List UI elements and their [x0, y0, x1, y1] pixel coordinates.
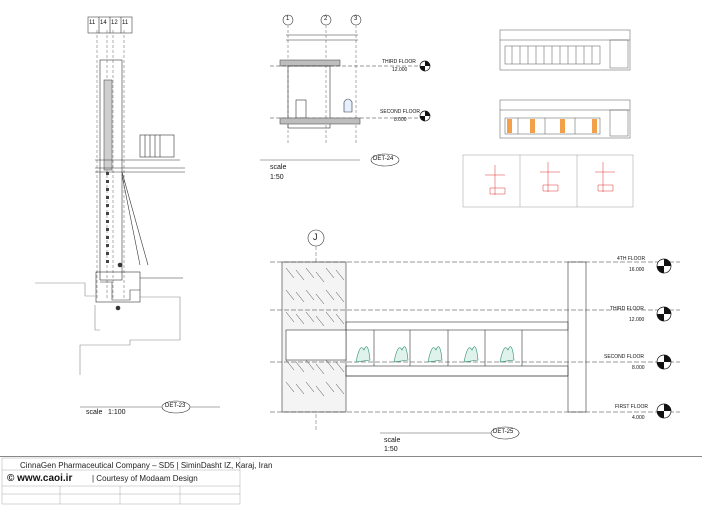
det25-level-value-3: 8.000 — [632, 365, 645, 371]
courtesy-line: | Courtesy of Modaam Design — [92, 474, 198, 483]
det25-tag-ellipse — [490, 426, 520, 440]
det24-grid-label-2: 2 — [324, 16, 328, 22]
det25-equipment — [355, 346, 515, 363]
det25-level-name-2: THIRD FLOOR — [610, 306, 644, 312]
det24-level-value-1: 12.000 — [392, 67, 408, 73]
website-link[interactable]: © www.caoi.ir — [7, 473, 73, 484]
det25-tag: DET-25 — [493, 429, 514, 435]
det23-section — [35, 16, 220, 408]
det23-scale-value: 1:100 — [108, 409, 126, 416]
credit-bar — [0, 456, 702, 507]
det25-level-value-4: 4.000 — [632, 415, 645, 421]
det24-tag: DET-24 — [373, 156, 394, 162]
facade-elevation-lower — [499, 99, 631, 139]
det24-level-name-2: SECOND FLOOR — [380, 109, 421, 115]
det24-grid-label-3: 3 — [354, 16, 358, 22]
det23-grid-label-2: 14 — [100, 20, 107, 26]
det24-level-markers — [419, 60, 431, 122]
det23-scale-word: scale — [86, 409, 103, 416]
det23-window-column — [106, 172, 109, 263]
det25-level-value-1: 16.000 — [629, 267, 645, 273]
det23-grid-label-4: 11 — [122, 20, 129, 26]
det24-scale-value: 1:50 — [270, 174, 284, 181]
det24-level-name-1: THIRD FLOOR — [382, 59, 416, 65]
det25-level-value-2: 12.000 — [629, 317, 645, 323]
det24-level-value-2: 8.000 — [394, 117, 407, 123]
det25-level-name-4: FIRST FLOOR — [615, 404, 648, 410]
det25-grid-bubble-label: J — [313, 232, 318, 242]
title-block-grid — [1, 457, 241, 505]
det25-level-markers — [656, 258, 672, 419]
company-line: CinnaGen Pharmaceutical Company – SD5 | … — [20, 461, 273, 470]
det23-grid-label-3: 12 — [111, 20, 118, 26]
small-details-panel — [462, 154, 634, 208]
det25-section — [270, 229, 680, 430]
det25-scale-value: 1:50 — [384, 446, 398, 453]
det24-tag-ellipse — [370, 153, 400, 167]
det24-section — [260, 14, 420, 161]
det24-scale-word: scale — [270, 164, 287, 171]
det23-grid-label-1: 11 — [89, 20, 96, 26]
det24-grid-label-1: 1 — [286, 16, 290, 22]
det25-level-name-3: SECOND FLOOR — [604, 354, 645, 360]
det25-scale-word: scale — [384, 437, 401, 444]
det23-tag-ellipse — [161, 400, 191, 414]
det25-level-name-1: 4TH FLOOR — [617, 256, 646, 262]
det23-tag: DET-23 — [165, 403, 186, 409]
facade-elevation-upper — [499, 29, 631, 71]
